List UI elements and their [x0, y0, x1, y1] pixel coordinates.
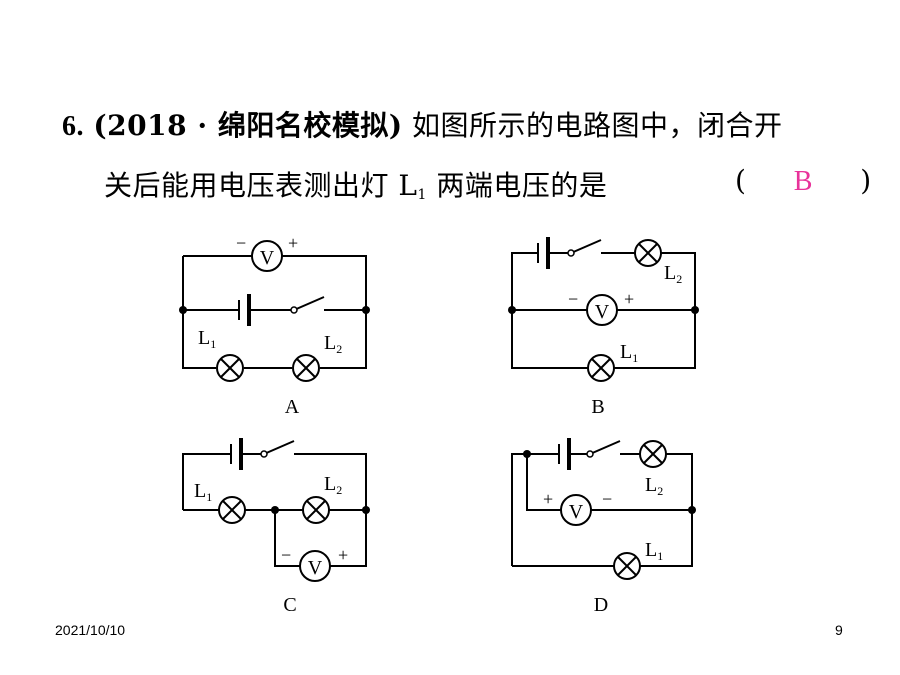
lamp-l1 — [218, 496, 246, 524]
junction-dot — [362, 506, 370, 514]
lamp-l2 — [634, 239, 662, 267]
lamp-l1 — [613, 552, 641, 580]
option-d-label: D — [594, 594, 608, 616]
voltmeter: V − + — [236, 233, 298, 272]
option-c-label: C — [283, 594, 296, 616]
footer-date: 2021/10/10 — [55, 622, 126, 638]
plus-sign: + — [624, 289, 634, 309]
voltmeter: V + − — [543, 489, 612, 526]
plus-sign: + — [543, 489, 553, 509]
lamp-l1 — [587, 354, 615, 382]
voltmeter: V − + — [568, 289, 634, 326]
circuit-b: V − + L2 L1 B — [508, 237, 699, 418]
minus-sign: − — [602, 489, 612, 509]
lamp-l1-label: L1 — [194, 480, 212, 504]
minus-sign: − — [568, 289, 578, 309]
junction-dot — [691, 306, 699, 314]
page-number: 9 — [835, 622, 843, 638]
plus-sign: + — [338, 545, 348, 565]
voltmeter: V − + — [281, 545, 348, 582]
question-number: 6. — [62, 111, 84, 142]
junction-dot — [271, 506, 279, 514]
minus-sign: − — [281, 545, 291, 565]
circuit-c: V − + L1 L2 C — [182, 438, 370, 616]
answer-open: ( — [735, 164, 746, 197]
question-line-1: 6. (2018 · 绵阳名校模拟) 如图所示的电路图中，闭合开 — [62, 104, 783, 144]
option-b-label: B — [591, 396, 604, 418]
lamp-l1-label: L1 — [620, 341, 638, 365]
plus-sign: + — [288, 233, 298, 253]
switch-pivot — [586, 450, 594, 458]
question-source: (2018 · 绵阳名校模拟) — [93, 109, 403, 142]
circuit-d: V + − L2 L1 D — [511, 438, 696, 616]
question-text-line2-pre: 关后能用电压表测出灯 L — [104, 169, 418, 202]
voltmeter-symbol: V — [595, 301, 610, 323]
lamp-l2 — [639, 440, 667, 468]
switch-pivot — [260, 450, 268, 458]
voltmeter-symbol: V — [308, 557, 323, 579]
junction-dot — [523, 450, 531, 458]
junction-dot — [688, 506, 696, 514]
switch-pivot — [567, 249, 575, 257]
voltmeter-symbol: V — [569, 501, 584, 523]
switch-pivot — [290, 306, 298, 314]
minus-sign: − — [236, 233, 246, 253]
junction-dot — [179, 306, 187, 314]
answer-bracket: ( B ) — [735, 164, 871, 198]
lamp-l1 — [216, 354, 244, 382]
circuit-a: V − + L1 L2 A — [179, 233, 370, 418]
lamp-l2 — [292, 354, 320, 382]
question-line-2: 关后能用电压表测出灯 L1 两端电压的是 — [104, 164, 607, 204]
lamp-l1-label: L1 — [645, 539, 663, 563]
lamp-l2-label: L2 — [324, 473, 342, 497]
question-text-line2-post: 两端电压的是 — [426, 169, 608, 202]
junction-dot — [508, 306, 516, 314]
question-text-line2-sub: 1 — [417, 187, 427, 203]
lamp-l2-label: L2 — [324, 332, 342, 356]
question-text-line1: 如图所示的电路图中，闭合开 — [411, 109, 783, 142]
lamp-l2-label: L2 — [645, 474, 663, 498]
option-a-label: A — [285, 396, 300, 418]
junction-dot — [362, 306, 370, 314]
answer-close: ) — [860, 164, 872, 197]
answer-letter: B — [793, 166, 813, 197]
lamp-l2-label: L2 — [664, 262, 682, 286]
voltmeter-symbol: V — [260, 247, 275, 269]
lamp-l1-label: L1 — [198, 327, 216, 351]
lamp-l2 — [302, 496, 330, 524]
